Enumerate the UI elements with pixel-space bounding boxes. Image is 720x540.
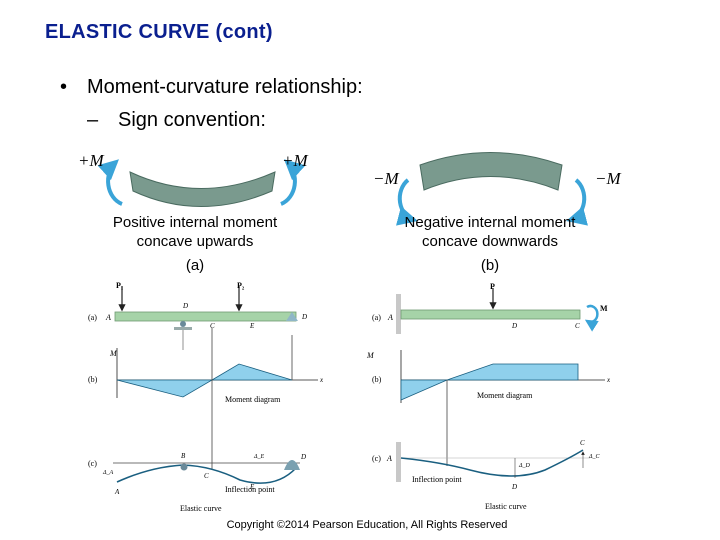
left-beam-analysis: (a) A P₁ P₂ D C E D (b) M x Moment diagr…: [88, 281, 324, 513]
right-negative-moment-area: [400, 379, 448, 401]
right-point-d: D: [511, 483, 517, 491]
pin-base: [174, 327, 192, 330]
right-point-d-a: D: [511, 322, 517, 330]
left-load-p2: P₂: [237, 281, 245, 290]
caption-positive-line1: Positive internal moment: [113, 214, 278, 231]
pin-support-b-icon: [180, 321, 186, 327]
right-point-c: C: [580, 439, 585, 447]
bullet-text: Moment-curvature relationship:: [87, 76, 363, 98]
bullet-marker: •: [60, 76, 68, 98]
left-point-b: B: [181, 452, 186, 460]
left-inflection-label: Inflection point: [225, 485, 275, 494]
label-minus-m-right: −M: [595, 169, 621, 188]
right-label-b: (b): [372, 375, 382, 384]
label-minus-m-left: −M: [373, 169, 399, 188]
right-fixed-wall: [396, 294, 401, 334]
beam-concave-up: [129, 171, 276, 207]
sub-bullet-text: Sign convention:: [118, 109, 266, 131]
sub-bullet-dash: –: [87, 109, 99, 131]
left-point-c-a: C: [210, 322, 215, 330]
right-end-moment-icon: [584, 304, 599, 332]
left-label-a: (a): [88, 313, 97, 322]
left-elastic-curve-label: Elastic curve: [180, 504, 222, 513]
right-axis-x: x: [606, 376, 611, 384]
caption-negative-label: (b): [481, 257, 499, 274]
left-label-b: (b): [88, 375, 98, 384]
right-label-c: (c): [372, 454, 381, 463]
beam-concave-down: [419, 152, 563, 191]
right-beam-analysis: (a) A P M D C (b) M x Moment diagram (c)…: [366, 282, 611, 511]
left-beam: [114, 311, 297, 322]
right-delta-d: Δ_D: [518, 463, 531, 469]
caption-positive-line2: concave upwards: [137, 233, 254, 250]
left-label-c: (c): [88, 459, 97, 468]
moment-arrow-left-neg-icon: [395, 178, 418, 226]
left-axis-m: M: [109, 349, 118, 358]
right-beam: [400, 309, 581, 320]
right-point-a-c: A: [386, 454, 392, 463]
right-point-a: A: [387, 313, 393, 322]
left-delta-e: Δ_E: [253, 454, 265, 460]
moment-arrow-right-neg-icon: [566, 178, 589, 226]
caption-negative-line2: concave downwards: [422, 233, 558, 250]
left-point-d-top: D: [182, 302, 188, 310]
left-point-e: E: [249, 483, 255, 491]
left-axis-x: x: [319, 376, 324, 384]
caption-positive-label: (a): [186, 257, 204, 274]
moment-arrow-left-icon: [97, 159, 123, 206]
moment-arrow-right-icon: [280, 159, 306, 206]
left-point-a: A: [105, 313, 111, 322]
right-end-moment-label: M: [600, 304, 608, 313]
right-fixed-wall-c: [396, 442, 401, 482]
label-plus-m-right: +M: [282, 151, 308, 170]
left-negative-moment-area: [116, 379, 214, 398]
left-delta-a: Δ_A: [102, 470, 114, 476]
copyright-notice: Copyright ©2014 Pearson Education, All R…: [226, 519, 508, 531]
right-moment-diagram-label: Moment diagram: [477, 391, 533, 400]
left-point-d: D: [301, 313, 307, 321]
left-pin-b-icon: [180, 463, 188, 471]
right-elastic-curve-label: Elastic curve: [485, 502, 527, 511]
left-point-e-a: E: [249, 322, 255, 330]
label-plus-m-left: +M: [78, 151, 104, 170]
left-load-p1: P₁: [116, 281, 124, 290]
caption-negative-line1: Negative internal moment: [405, 214, 577, 231]
right-delta-c: Δ_C: [588, 454, 601, 460]
right-inflection-label: Inflection point: [412, 475, 462, 484]
left-elastic-curve: [116, 464, 297, 484]
positive-moment-diagram: +M +M Positive internal moment concave u…: [78, 151, 308, 274]
left-positive-moment-area: [210, 363, 293, 381]
right-axis-m: M: [366, 351, 375, 360]
left-point-d-c: D: [300, 453, 306, 461]
left-point-a-c: A: [114, 488, 120, 496]
roller-support-d-icon: [286, 312, 298, 321]
left-point-c: C: [204, 472, 209, 480]
right-positive-moment-area: [446, 363, 579, 381]
right-elastic-curve: [400, 449, 584, 477]
left-moment-diagram-label: Moment diagram: [225, 395, 281, 404]
slide-title: ELASTIC CURVE (cont): [45, 21, 273, 43]
right-point-c-a: C: [575, 322, 580, 330]
left-roller-d-icon: [284, 460, 300, 470]
negative-moment-diagram: −M −M Negative internal moment concave d…: [373, 152, 621, 274]
right-load-p: P: [490, 282, 495, 291]
right-label-a: (a): [372, 313, 381, 322]
